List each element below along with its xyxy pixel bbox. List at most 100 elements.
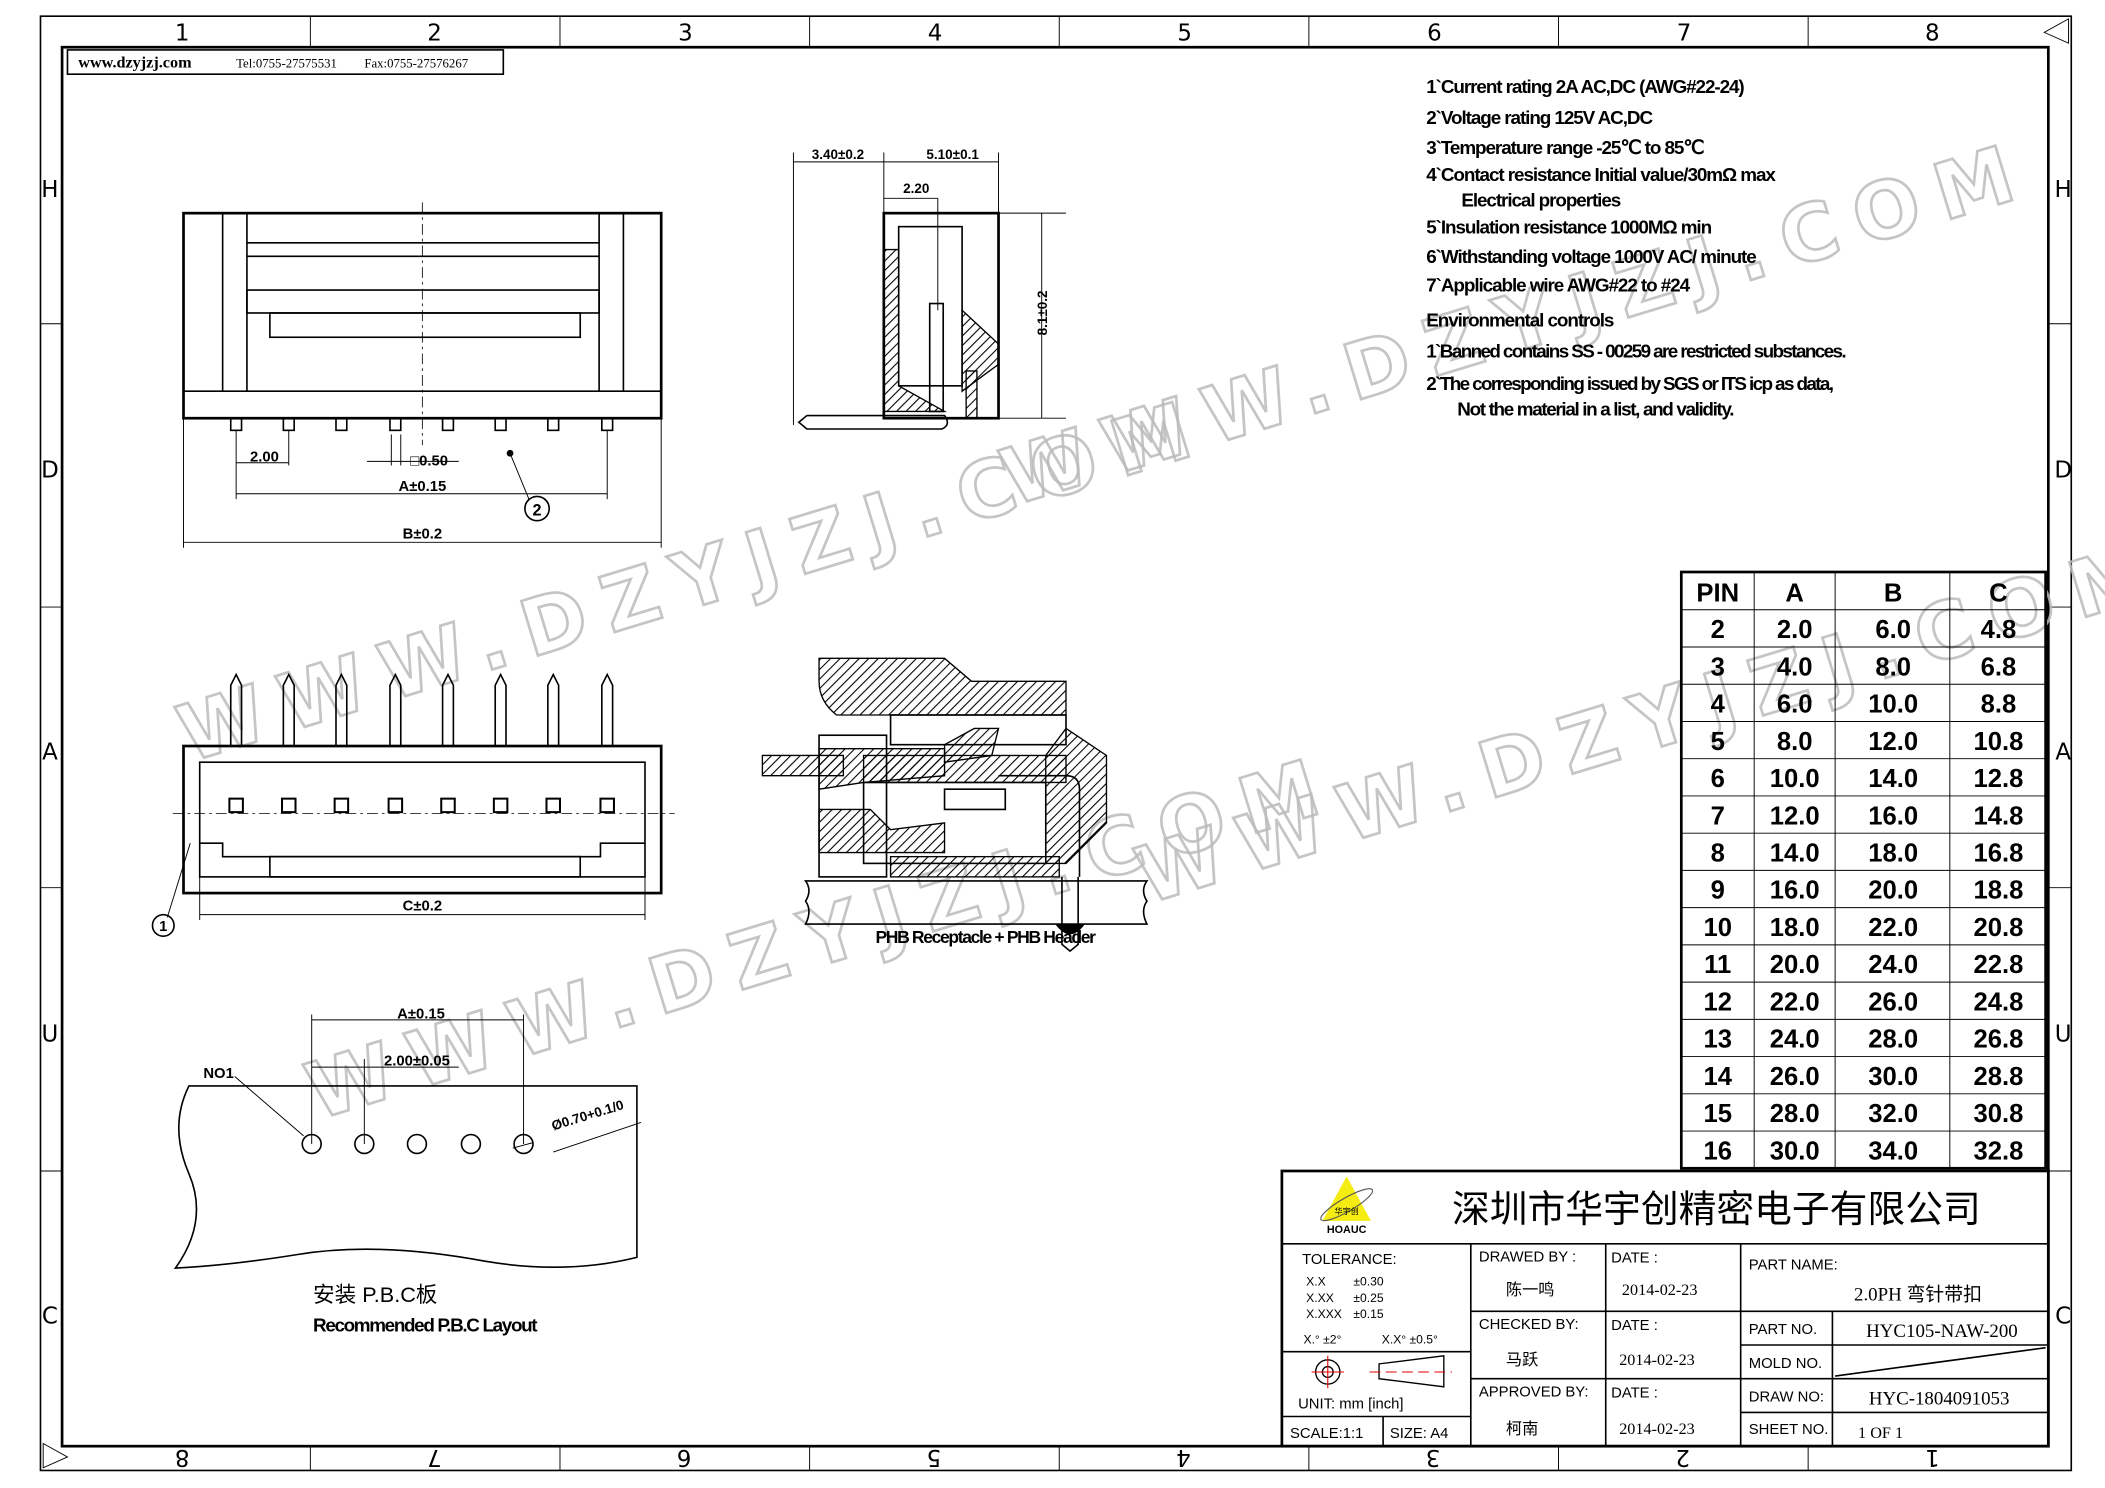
col-header-b: B (1884, 580, 1903, 608)
svg-text:X.XXX: X.XXX (1306, 1307, 1342, 1321)
spec-4: 4`Contact resistance Initial value/30mΩ … (1426, 165, 1776, 186)
drawn-date: 2014-02-23 (1622, 1281, 1698, 1299)
website-link[interactable]: www.dzyjzj.com (78, 53, 192, 71)
zone-row-h-right: H (2055, 177, 2072, 203)
title-block: 华宇创 HOAUC 深圳市华宇创精密电子有限公司 TOLERANCE: X.X±… (1280, 1169, 2050, 1448)
table-cell: 15 (1703, 1100, 1732, 1128)
table-cell: 14.0 (1770, 840, 1820, 868)
table-cell: 24.0 (1770, 1026, 1820, 1054)
table-cell: 16.8 (1973, 840, 2023, 868)
table-cell: 6.8 (1981, 653, 2017, 681)
env-title: Environmental controls (1426, 310, 1614, 331)
side-width-dim-3: 2.20 (903, 181, 929, 196)
zone-col-bottom-2: 2 (1675, 1444, 1690, 1470)
zone-col-7: 7 (1677, 20, 1692, 46)
zone-col-3: 3 (678, 20, 693, 46)
pcb-pitch-dim: 2.00±0.05 (384, 1054, 450, 1070)
zone-row-u-right: U (2055, 1021, 2072, 1047)
draw-no-label: DRAW NO: (1749, 1390, 1824, 1406)
checked-by: 马跃 (1506, 1351, 1538, 1369)
table-cell: 4.0 (1777, 653, 1813, 681)
spec-3: 3`Temperature range -25℃ to 85℃ (1426, 138, 1704, 159)
col-header-pin: PIN (1696, 580, 1739, 608)
a-dim: A±0.15 (398, 479, 446, 495)
side-width-dim-2: 5.10±0.1 (926, 147, 979, 162)
zone-row-a: A (42, 740, 58, 766)
draw-no: HYC-1804091053 (1869, 1388, 2010, 1409)
pitch-dim: 2.00 (250, 449, 279, 465)
table-cell: 14.8 (1973, 802, 2023, 830)
table-cell: 6.0 (1777, 691, 1813, 719)
spec-1: 1`Current rating 2A AC,DC (AWG#22-24) (1426, 77, 1744, 98)
date-label-1: DATE : (1611, 1251, 1658, 1267)
table-cell: 10.0 (1770, 765, 1820, 793)
table-cell: 8.0 (1875, 653, 1911, 681)
b-dim: B±0.2 (403, 526, 442, 542)
company-logo: 华宇创 HOAUC (1320, 1176, 1374, 1236)
table-cell: 9 (1711, 877, 1725, 905)
svg-text:±0.25: ±0.25 (1353, 1291, 1384, 1305)
zone-col-bottom-5: 5 (926, 1444, 941, 1470)
svg-text:±0.15: ±0.15 (1353, 1307, 1384, 1321)
svg-text:华宇创: 华宇创 (1335, 1206, 1359, 1216)
logo-text: HOAUC (1327, 1224, 1367, 1236)
hole-diameter-dim: Ø0.70+0.1/0 (550, 1097, 626, 1133)
table-cell: 2.0 (1777, 616, 1813, 644)
zone-col-bottom-7: 7 (427, 1444, 442, 1470)
table-cell: 28.0 (1770, 1100, 1820, 1128)
table-cell: 4 (1711, 691, 1726, 719)
table-cell: 14.0 (1868, 765, 1918, 793)
fax-text: Fax:0755-27576267 (364, 56, 468, 70)
table-cell: 30.8 (1973, 1100, 2023, 1128)
mold-no-label: MOLD NO. (1749, 1356, 1822, 1372)
part-no: HYC105-NAW-200 (1866, 1321, 2018, 1342)
zone-col-bottom-8: 8 (175, 1444, 190, 1470)
svg-text:±0.30: ±0.30 (1353, 1275, 1384, 1289)
table-cell: 26.8 (1973, 1026, 2023, 1054)
zone-col-6: 6 (1427, 20, 1442, 46)
website-header: www.dzyjzj.com Tel:0755-27575531 Fax:075… (66, 49, 505, 76)
table-cell: 22.0 (1868, 914, 1918, 942)
table-cell: 14 (1703, 1063, 1732, 1091)
table-cell: 26.0 (1868, 988, 1918, 1016)
drawing-frame (39, 15, 2073, 1472)
part-no-label: PART NO. (1749, 1322, 1817, 1338)
env-3: Not the material in a list, and validity… (1457, 400, 1733, 421)
col-header-c: C (1989, 580, 2008, 608)
checked-date: 2014-02-23 (1619, 1351, 1695, 1369)
table-cell: 12 (1703, 988, 1732, 1016)
table-cell: 10 (1703, 914, 1732, 942)
table-cell: 10.8 (1973, 728, 2023, 756)
table-cell: 5 (1711, 728, 1725, 756)
approved-by-label: APPROVED BY: (1479, 1384, 1589, 1400)
spec-6: 6`Withstanding voltage 1000V AC/ minute (1426, 247, 1756, 268)
company-name: 深圳市华宇创精密电子有限公司 (1452, 1189, 1981, 1231)
table-cell: 4.8 (1981, 616, 2017, 644)
table-cell: 12.0 (1770, 802, 1820, 830)
spec-4b: Electrical properties (1461, 190, 1620, 211)
table-cell: 8.0 (1777, 728, 1813, 756)
part-name: 2.0PH 弯针带扣 (1854, 1283, 1982, 1305)
c-dim: C±0.2 (403, 899, 442, 915)
table-cell: 28.0 (1868, 1026, 1918, 1054)
zone-row-c: C (42, 1303, 58, 1329)
env-1: 1`Banned contains SS - 00259 are restric… (1426, 341, 1845, 362)
side-width-dim-1: 3.40±0.2 (812, 147, 864, 162)
top-view-drawing: 2 2.00 □0.50 A±0.15 B±0.2 (182, 202, 663, 548)
svg-text:X.X: X.X (1306, 1275, 1326, 1289)
table-cell: 24.0 (1868, 951, 1918, 979)
table-cell: 8 (1711, 840, 1725, 868)
table-cell: 3 (1711, 653, 1725, 681)
table-cell: 22.8 (1973, 951, 2023, 979)
table-cell: 18.8 (1973, 877, 2023, 905)
table-cell: 32.0 (1868, 1100, 1918, 1128)
zone-col-4: 4 (928, 20, 943, 46)
spec-2: 2`Voltage rating 125V AC,DC (1426, 108, 1653, 129)
zone-col-bottom-4: 4 (1176, 1444, 1191, 1470)
sheet-no-label: SHEET NO. (1749, 1422, 1829, 1438)
table-cell: 18.0 (1770, 914, 1820, 942)
table-cell: 20.0 (1868, 877, 1918, 905)
side-view-drawing: 3.40±0.2 5.10±0.1 2.20 8.1±0.2 (792, 147, 1066, 430)
table-cell: 28.8 (1973, 1063, 2023, 1091)
